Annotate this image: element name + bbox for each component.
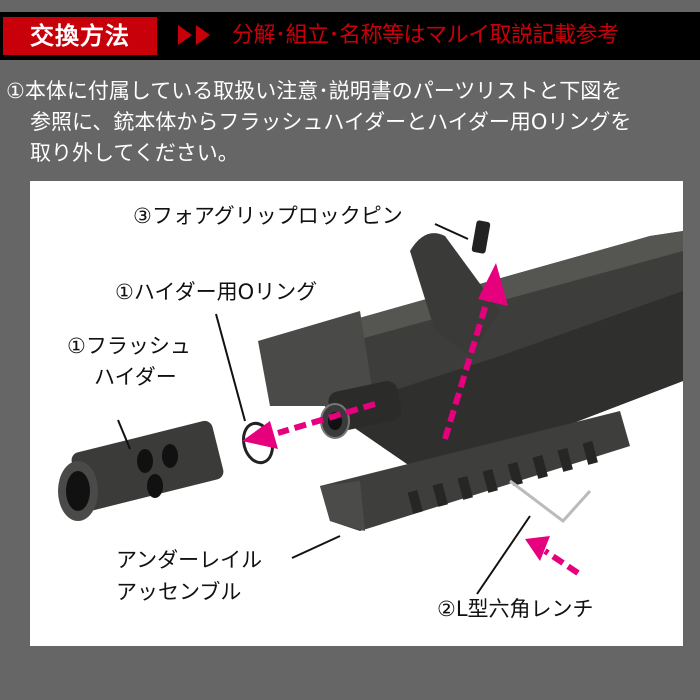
instruction-line-1: ①本体に付属している取扱い注意･説明書のパーツリストと下図を — [6, 79, 623, 103]
instruction-text: ①本体に付属している取扱い注意･説明書のパーツリストと下図を 参照に、銃本体から… — [6, 76, 696, 169]
instruction-line-3: 取り外してください。 — [30, 141, 239, 165]
label-lock-pin: ③フォアグリップロックピン — [133, 204, 403, 228]
label-under-rail-line1: アンダーレイル — [116, 548, 263, 572]
reference-note: 分解･組立･名称等はマルイ取説記載参考 — [232, 23, 619, 48]
section-tag: 交換方法 — [3, 17, 157, 55]
label-flash-hider-line1: ①フラッシュ — [67, 334, 191, 358]
label-o-ring: ①ハイダー用Oリング — [115, 280, 318, 304]
double-arrow-icon — [178, 25, 210, 47]
diagram-panel: ③フォアグリップロックピン ①ハイダー用Oリング ①フラッシュ ハイダー アンダ… — [30, 181, 683, 646]
header-bar: 交換方法 分解･組立･名称等はマルイ取説記載参考 — [0, 12, 700, 60]
gun-diagram-illustration — [58, 220, 683, 595]
label-flash-hider-line2: ハイダー — [94, 365, 177, 389]
instruction-line-2: 参照に、銃本体からフラッシュハイダーとハイダー用Oリングを — [30, 110, 632, 134]
label-under-rail-line2: アッセンブル — [116, 580, 242, 604]
label-hex-wrench: ②L型六角レンチ — [437, 597, 594, 621]
